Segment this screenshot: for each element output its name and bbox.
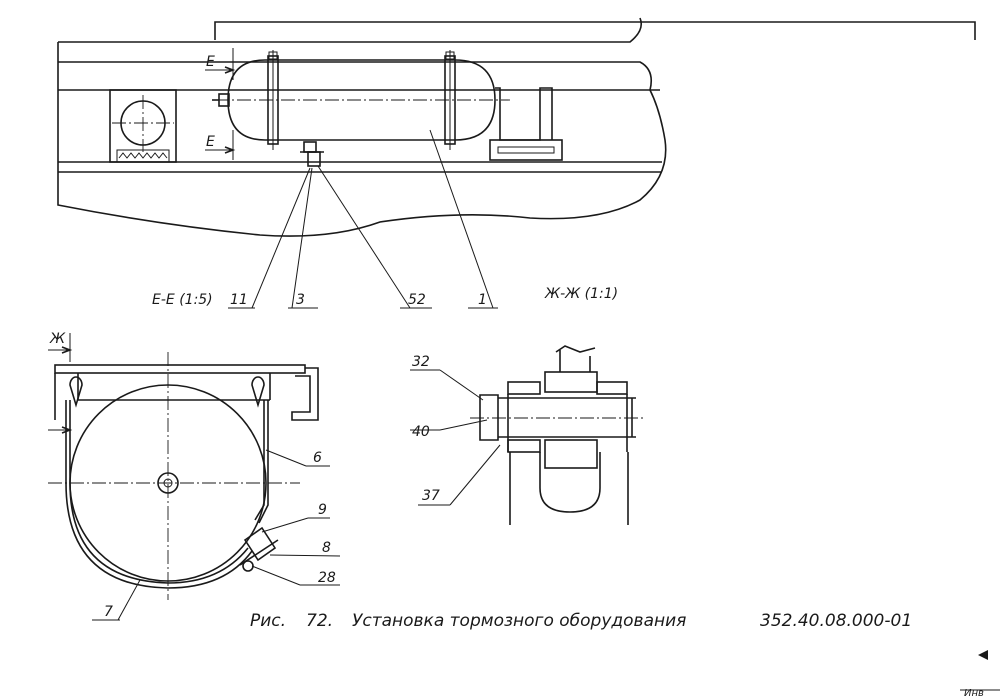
callout-11: 11 (230, 292, 248, 308)
document-code: 352.40.08.000-01 (760, 611, 912, 631)
callout-7: 7 (104, 604, 113, 620)
figure-number: 72. (306, 611, 333, 631)
caption-title: Установка тормозного оборудования (352, 611, 686, 631)
callout-1: 1 (478, 292, 487, 308)
corner-text: Инв (964, 688, 984, 698)
callout-6: 6 (313, 450, 322, 466)
callout-8: 8 (322, 540, 331, 556)
callout-28: 28 (318, 570, 336, 586)
section-marker-e-top: E (206, 54, 215, 70)
section-label-zhzh: Ж-Ж (1:1) (544, 286, 618, 302)
section-marker-zh: Ж (49, 331, 66, 347)
section-zhzh-view: 32 40 37 (410, 345, 645, 525)
callout-3: 3 (296, 292, 305, 308)
callout-52: 52 (408, 292, 426, 308)
section-marker-e-bottom: E (206, 134, 215, 150)
section-ee-view: Ж 6 9 8 (48, 331, 341, 621)
callout-40: 40 (412, 424, 430, 440)
caption: Рис. 72. Установка тормозного оборудован… (250, 611, 912, 631)
caption-prefix: Рис. (250, 611, 286, 631)
callout-37: 37 (422, 488, 440, 504)
callout-32: 32 (412, 354, 430, 370)
section-label-ee: Е-Е (1:5) (152, 292, 213, 308)
main-view: E E 11 3 52 1 Е-Е (1:5) Ж-Ж (1:1) (57, 17, 976, 309)
callout-9: 9 (318, 502, 327, 518)
edge-mark (978, 650, 988, 660)
